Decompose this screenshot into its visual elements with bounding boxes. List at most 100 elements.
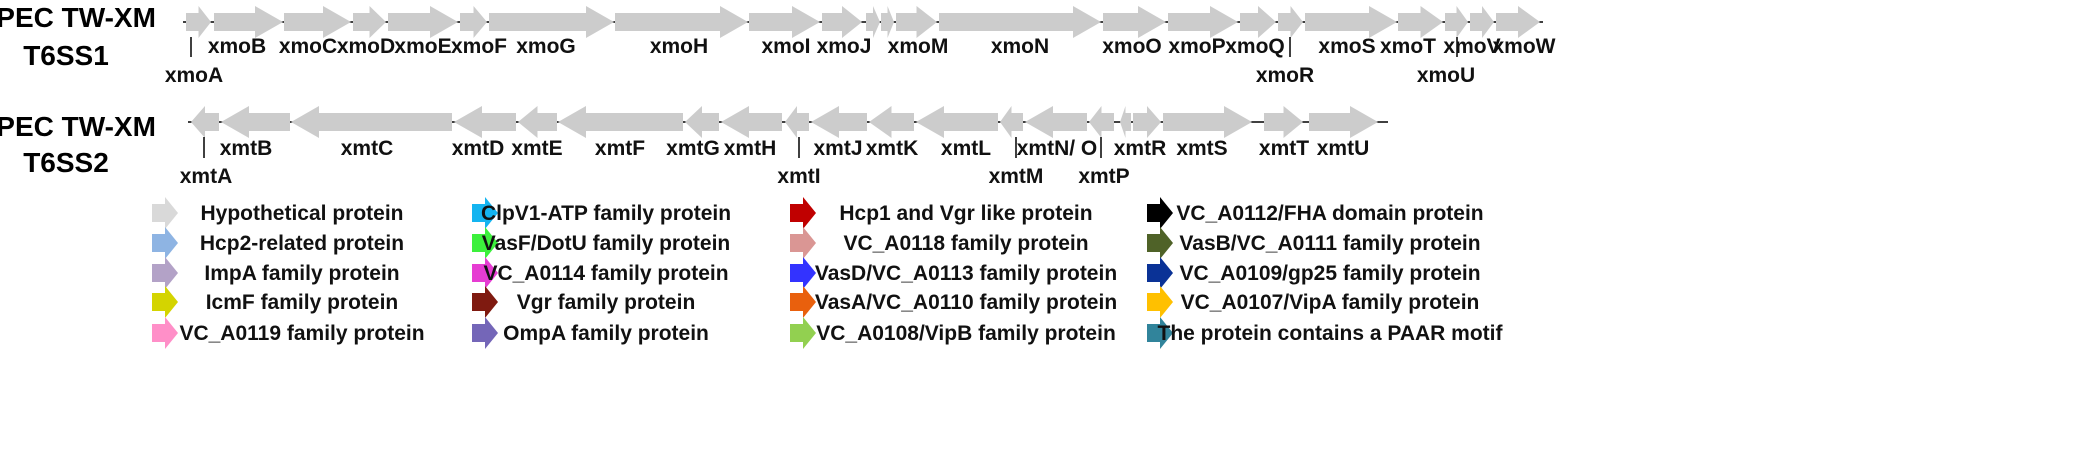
legend-item-label: VC_A0108/VipB family protein <box>816 322 1116 345</box>
legend-swatch-arrow <box>472 227 498 259</box>
gene-label: xmtM <box>989 165 1044 188</box>
gene-label: xmtN/ O <box>1017 137 1098 160</box>
gene-label: xmtS <box>1176 137 1227 160</box>
gene-arrow-xmoe <box>388 6 458 38</box>
gene-arrow-xmth <box>721 106 782 138</box>
legend-swatch-arrow <box>790 257 816 289</box>
legend-item-label: IcmF family protein <box>206 291 399 314</box>
locus-t6ss2: APEC TW-XMT6SS2xmtAxmtBxmtCxmtDxmtExmtFx… <box>0 106 1388 188</box>
legend-item-label: OmpA family protein <box>503 322 709 345</box>
gene-label: xmtF <box>595 137 645 160</box>
legend-item-label: VasB/VC_A0111 family protein <box>1179 232 1480 255</box>
gene-arrow-xmoi <box>749 6 820 38</box>
gene-label: xmoU <box>1417 64 1475 87</box>
gene-arrow-xmod <box>353 6 386 38</box>
gene-arrow-xmtp <box>1089 106 1114 138</box>
gene-arrow-xmof <box>460 6 487 38</box>
gene-arrow-xmon <box>939 6 1101 38</box>
legend-item-label: VC_A0118 family protein <box>843 232 1088 255</box>
gene-arrow-xmtc <box>291 106 452 138</box>
gene-arrow-xmou <box>1445 6 1468 38</box>
gene-arrow-xmts <box>1163 106 1252 138</box>
gene-label: xmoI <box>761 35 810 58</box>
gene-arrow-xmoa <box>186 6 211 38</box>
gene-label: xmoG <box>516 35 576 58</box>
legend-item-label: Hypothetical protein <box>200 202 403 225</box>
gene-arrow-xmta <box>191 106 219 138</box>
gene-label: xmoS <box>1318 35 1375 58</box>
gene-arrow <box>1120 106 1131 138</box>
legend-item-label: VC_A0107/VipA family protein <box>1181 291 1480 314</box>
legend-item-label: ImpA family protein <box>204 262 399 285</box>
gene-label: xmoB <box>208 35 266 58</box>
gene-label: xmoQ <box>1225 35 1285 58</box>
gene-label: xmtD <box>452 137 505 160</box>
legend-item-label: VC_A0112/FHA domain protein <box>1176 202 1483 225</box>
gene-arrow <box>881 6 894 38</box>
gene-arrow-xmtd <box>454 106 516 138</box>
legend-swatch-arrow <box>472 317 498 349</box>
legend-swatch-arrow <box>152 257 178 289</box>
gene-label: xmoV <box>1443 35 1500 58</box>
legend-item-label: VC_A0119 family protein <box>179 322 424 345</box>
legend-item-label: VC_A0109/gp25 family protein <box>1179 262 1480 285</box>
legend-swatch-arrow <box>152 197 178 229</box>
gene-arrow-xmtl <box>916 106 998 138</box>
gene-arrow-xmob <box>214 6 283 38</box>
legend-swatch-arrow <box>152 227 178 259</box>
gene-arrow-xmtu <box>1309 106 1378 138</box>
legend-item-label: Vgr family protein <box>517 291 696 314</box>
gene-label: xmtH <box>724 137 777 160</box>
gene-arrow-xmot <box>1398 6 1443 38</box>
gene-arrow-xmow <box>1496 6 1540 38</box>
gene-arrow-xmoh <box>615 6 748 38</box>
legend-swatch-arrow <box>472 286 498 318</box>
legend-swatch-arrow <box>152 317 178 349</box>
legend-swatch-arrow <box>790 227 816 259</box>
gene-label: xmoE <box>394 35 451 58</box>
gene-label: xmtP <box>1078 165 1129 188</box>
gene-label: xmtL <box>941 137 991 160</box>
legend-item-label: The protein contains a PAAR motif <box>1158 322 1504 345</box>
legend-swatch-arrow <box>152 286 178 318</box>
gene-arrow-xmtr <box>1133 106 1161 138</box>
gene-label: xmoA <box>165 64 223 87</box>
gene-arrow-xmti <box>785 106 809 138</box>
gene-label: xmoP <box>1168 35 1225 58</box>
gene-arrow-xmoj <box>822 6 862 38</box>
gene-arrow-xmop <box>1168 6 1238 38</box>
locus-t6ss1: APEC TW-XMT6SS1xmoAxmoBxmoCxmoDxmoExmoFx… <box>0 2 1556 87</box>
locus-title-line2: T6SS1 <box>23 40 109 71</box>
gene-arrow-xmtk <box>869 106 914 138</box>
gene-label: xmoF <box>451 35 507 58</box>
gene-arrow-xmoc <box>284 6 351 38</box>
legend-swatch-arrow <box>1147 317 1173 349</box>
gene-arrow-xmtg <box>685 106 719 138</box>
gene-arrow-xmog <box>489 6 614 38</box>
legend-item-label: VasA/VC_A0110 family protein <box>815 291 1117 314</box>
gene-label: xmtR <box>1114 137 1167 160</box>
gene-label: xmtE <box>511 137 562 160</box>
legend-item-label: ClpV1-ATP family protein <box>481 202 731 225</box>
gene-label: xmtA <box>180 165 233 188</box>
legend-swatch-arrow <box>1147 227 1173 259</box>
legend-swatch-arrow <box>790 197 816 229</box>
gene-arrow-xmtb <box>221 106 290 138</box>
legend-swatch-arrow <box>1147 197 1173 229</box>
locus-title-line1: APEC TW-XM <box>0 2 156 33</box>
legend-swatch-arrow <box>472 257 498 289</box>
gene-label: xmoJ <box>817 35 872 58</box>
locus-title-line1: APEC TW-XM <box>0 111 156 142</box>
gene-arrow-xmtm <box>1000 106 1023 138</box>
legend-swatch-arrow <box>790 286 816 318</box>
locus-title-line2: T6SS2 <box>23 147 109 178</box>
gene-label: xmoR <box>1256 64 1314 87</box>
gene-label: xmtJ <box>813 137 862 160</box>
legend-item-label: VasD/VC_A0113 family protein <box>815 262 1117 285</box>
gene-arrow-xmtno <box>1025 106 1087 138</box>
gene-label: xmtC <box>341 137 394 160</box>
gene-label: xmoT <box>1380 35 1436 58</box>
gene-label: xmtI <box>777 165 820 188</box>
